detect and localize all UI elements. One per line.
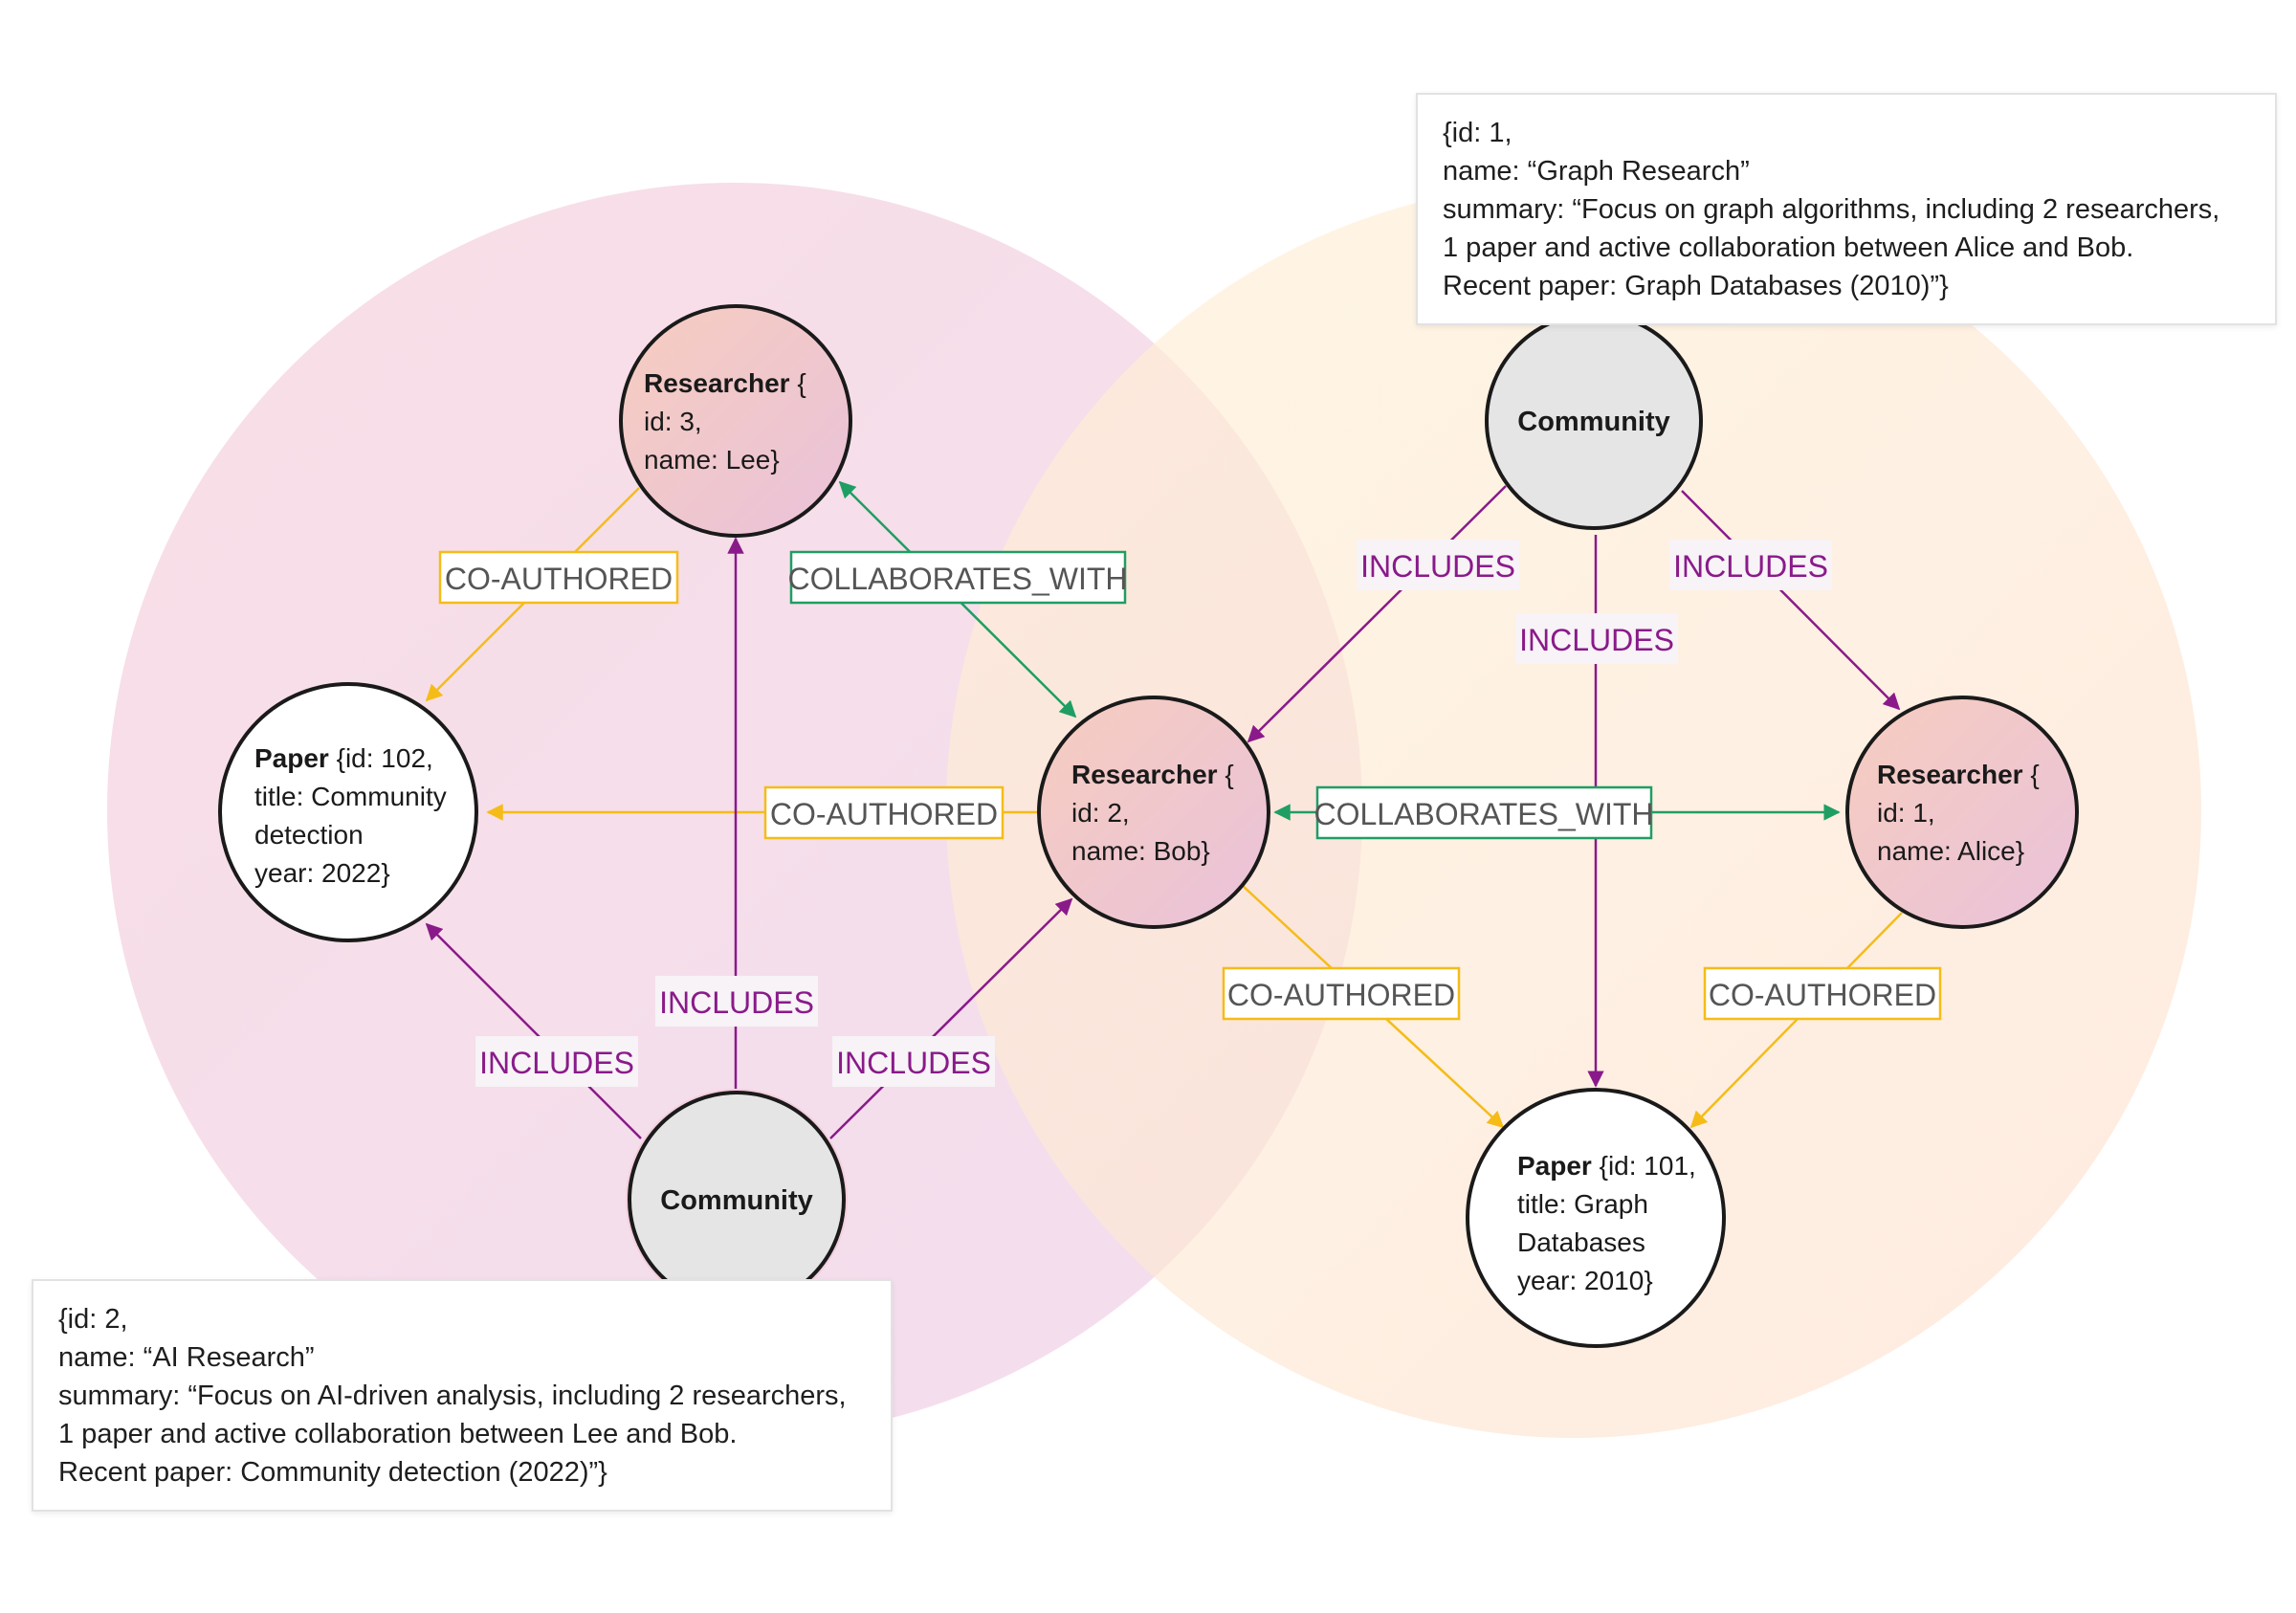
node-type-label: Researcher	[1071, 760, 1218, 789]
edge-labels: CO-AUTHORED COLLABORATES_WITH CO-AUTHORE…	[438, 540, 1942, 1087]
edge-commR-alice-includes	[1681, 490, 1901, 711]
researcher-node-bob: Researcher { id: 2, name: Bob}	[1037, 696, 1270, 929]
svg-text:INCLUDES: INCLUDES	[659, 985, 814, 1020]
svg-text:Researcher {: Researcher {	[1877, 760, 2040, 789]
edge-label-coauthored-lee: CO-AUTHORED	[438, 550, 679, 605]
svg-text:INCLUDES: INCLUDES	[1673, 549, 1828, 584]
svg-text:Paper {id: 101,: Paper {id: 101,	[1517, 1151, 1696, 1181]
info-line: {id: 2,	[58, 1304, 128, 1335]
edge-commR-bob-includes	[1247, 485, 1507, 743]
info-line: {id: 1,	[1443, 118, 1512, 148]
node-line: year: 2010}	[1517, 1266, 1653, 1295]
node-line: name: Bob}	[1071, 836, 1210, 866]
node-line: id: 3,	[644, 407, 702, 436]
researcher-node-alice: Researcher { id: 1, name: Alice}	[1845, 696, 2079, 929]
node-type-label: Paper	[1517, 1151, 1592, 1181]
svg-text:CO-AUTHORED: CO-AUTHORED	[770, 797, 998, 831]
edge-label-coauthored-bob-paper101: CO-AUTHORED	[1222, 966, 1461, 1021]
svg-text:Researcher {: Researcher {	[644, 368, 806, 398]
community-node-right: Community	[1485, 312, 1703, 530]
community-2-info-box: {id: 2, name: “AI Research” summary: “Fo…	[32, 1279, 893, 1512]
node-line: detection	[254, 820, 364, 850]
node-line: Databases	[1517, 1227, 1645, 1257]
node-type-label: Researcher	[644, 368, 790, 398]
node-line: title: Graph	[1517, 1189, 1648, 1219]
node-type-label: Paper	[254, 743, 329, 773]
edge-label-includes-commR-alice: INCLUDES	[1669, 540, 1832, 590]
node-line: title: Community	[254, 782, 447, 811]
node-line: name: Lee}	[644, 445, 780, 475]
info-line: Recent paper: Graph Databases (2010)”}	[1443, 271, 1949, 301]
svg-text:CO-AUTHORED: CO-AUTHORED	[1709, 978, 1936, 1012]
svg-text:Researcher {: Researcher {	[1071, 760, 1234, 789]
svg-text:INCLUDES: INCLUDES	[1519, 623, 1674, 657]
paper-node-101: Paper {id: 101, title: Graph Databases y…	[1466, 1088, 1726, 1348]
edge-label-includes-commR-paper101: INCLUDES	[1515, 613, 1678, 664]
edge-label-includes-commL-bob: INCLUDES	[832, 1036, 995, 1087]
edge-label-includes-commR-bob: INCLUDES	[1357, 540, 1519, 590]
info-line: Recent paper: Community detection (2022)…	[58, 1457, 607, 1488]
svg-text:CO-AUTHORED: CO-AUTHORED	[1227, 978, 1455, 1012]
researcher-node-lee: Researcher { id: 3, name: Lee}	[619, 304, 852, 538]
svg-text:INCLUDES: INCLUDES	[479, 1046, 634, 1080]
edge-commL-bob-includes	[829, 897, 1073, 1139]
node-line: year: 2022}	[254, 858, 390, 888]
community-node-label: Community	[660, 1185, 813, 1216]
edge-label-collaborates-bob-alice: COLLABORATES_WITH	[1314, 785, 1654, 840]
svg-text:INCLUDES: INCLUDES	[836, 1046, 991, 1080]
node-line: id: 2,	[1071, 798, 1130, 828]
info-line: summary: “Focus on graph algorithms, inc…	[1443, 194, 2220, 225]
edge-commL-paper102-includes	[425, 922, 642, 1139]
edge-label-collaborates-lee-bob: COLLABORATES_WITH	[787, 550, 1128, 605]
edge-label-coauthored-alice-paper101: CO-AUTHORED	[1703, 966, 1942, 1021]
community-1-info-box: {id: 1, name: “Graph Research” summary: …	[1416, 93, 2277, 325]
svg-text:INCLUDES: INCLUDES	[1360, 549, 1515, 584]
info-line: name: “AI Research”	[58, 1342, 315, 1373]
info-line: name: “Graph Research”	[1443, 156, 1750, 187]
node-type-label: Researcher	[1877, 760, 2023, 789]
svg-text:CO-AUTHORED: CO-AUTHORED	[445, 562, 673, 596]
community-node-left: Community	[626, 1089, 848, 1311]
info-line: 1 paper and active collaboration between…	[58, 1419, 738, 1449]
edge-label-coauthored-bob-paper102: CO-AUTHORED	[763, 785, 1004, 840]
svg-text:COLLABORATES_WITH: COLLABORATES_WITH	[1314, 797, 1653, 831]
paper-node-102: Paper {id: 102, title: Community detecti…	[218, 682, 478, 942]
node-line: id: 1,	[1877, 798, 1935, 828]
node-line: name: Alice}	[1877, 836, 2024, 866]
info-line: 1 paper and active collaboration between…	[1443, 232, 2134, 263]
svg-text:Paper {id: 102,: Paper {id: 102,	[254, 743, 433, 773]
info-line: summary: “Focus on AI-driven analysis, i…	[58, 1381, 847, 1411]
svg-text:COLLABORATES_WITH: COLLABORATES_WITH	[787, 562, 1127, 596]
edge-label-includes-commL-lee: INCLUDES	[655, 976, 818, 1027]
edge-label-includes-commL-paper102: INCLUDES	[475, 1036, 638, 1087]
community-node-label: Community	[1517, 407, 1670, 437]
